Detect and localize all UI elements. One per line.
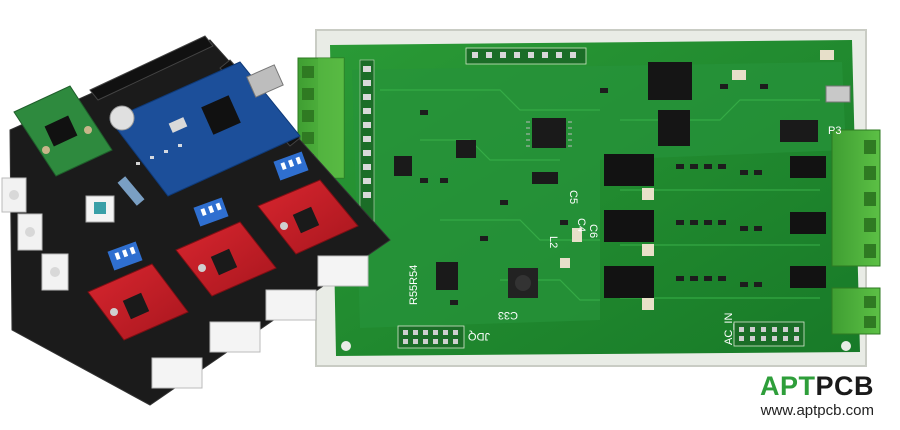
stepper-driver-modules: [87, 179, 359, 341]
silk-jdq: JDQ: [468, 330, 490, 342]
silk-r55r54: R55R54: [408, 265, 420, 305]
silk-c4: C4: [575, 218, 587, 232]
stepper-driver-shield: [1, 35, 391, 406]
pcb-copper-region: [352, 62, 846, 328]
silk-p3: P3: [828, 125, 841, 137]
bottom-white-connectors: [151, 255, 369, 389]
stepper-driver-2: [175, 221, 277, 297]
brand-logo-apt: APT: [759, 371, 816, 401]
silk-ac-in: AC_IN: [723, 313, 735, 345]
electrolytic-capacitor: [109, 105, 135, 131]
brand-url: www.aptpcb.com: [760, 402, 874, 419]
pin-headers: [359, 47, 805, 349]
right-terminal-blocks: [831, 129, 881, 335]
silk-c5: C5: [567, 190, 579, 204]
smd-components: [420, 84, 768, 305]
reset-pushbutton: [85, 195, 115, 223]
stepper-driver-1: [257, 179, 359, 255]
brand-logo-pcb: PCB: [815, 371, 874, 401]
brand-logo: APTPCB: [760, 372, 874, 400]
brand-watermark: APTPCB www.aptpcb.com: [760, 372, 874, 420]
silk-c6: C6: [587, 224, 599, 238]
dip-switches: [107, 151, 309, 271]
integrated-circuits: [394, 62, 818, 298]
axial-resistor: [117, 176, 145, 206]
stepper-driver-3: [87, 263, 189, 341]
usb-port: [825, 85, 851, 103]
blue-mcu-board: [109, 61, 301, 197]
relays: [604, 154, 826, 310]
silk-l2: L2: [547, 236, 559, 248]
silk-c33: C33: [498, 309, 518, 321]
green-control-board: JDQ AC_IN C33 R55R54 P3 C6 C4 L2 C5: [297, 29, 881, 367]
left-white-connectors: [1, 177, 69, 291]
white-components: [560, 50, 834, 268]
buck-converter-module: [13, 85, 113, 177]
